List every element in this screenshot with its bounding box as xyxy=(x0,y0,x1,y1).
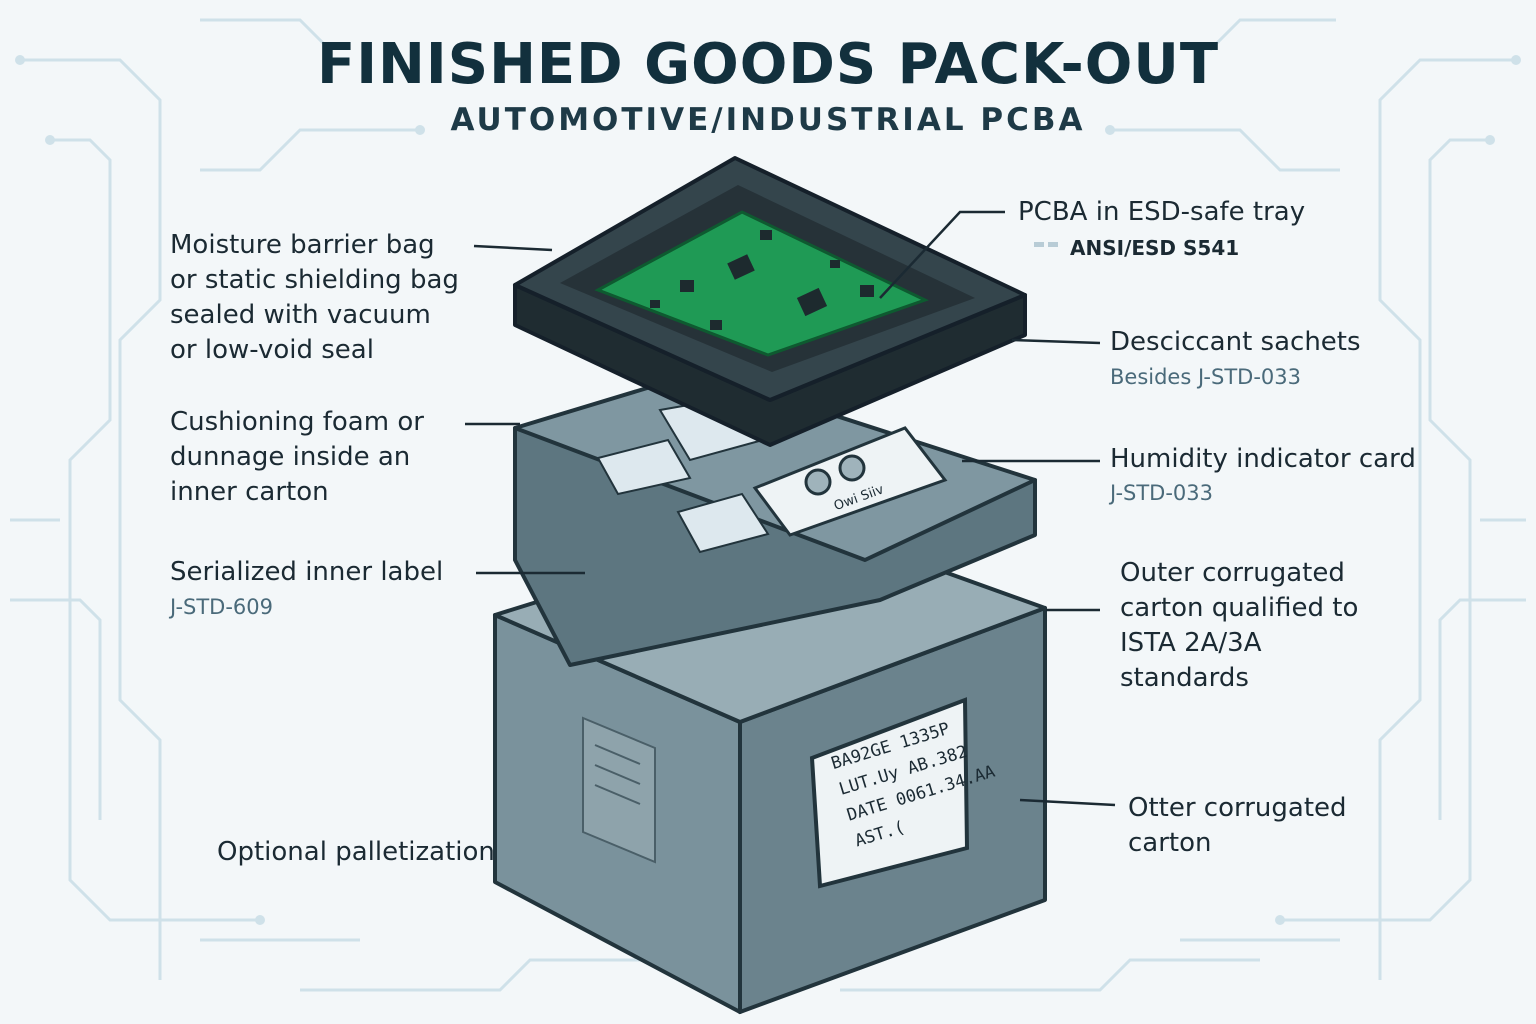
callout-line: Outer corrugated xyxy=(1120,558,1345,588)
page-subtitle: AUTOMOTIVE/INDUSTRIAL PCBA xyxy=(450,102,1086,138)
document-pouch xyxy=(582,716,656,864)
callout-pcba-tray: PCBA in ESD-safe tray xyxy=(1018,195,1305,230)
humidity-indicator-card xyxy=(752,426,948,537)
callout-serialized-inner-label: Serialized inner label xyxy=(170,555,443,590)
callout-sublabel: ANSI/ESD S541 xyxy=(1070,236,1240,260)
callout-desiccant-sachets: Desciccant sachets xyxy=(1110,325,1361,360)
callout-line: carton xyxy=(1128,828,1212,858)
callout-line: PCBA in ESD-safe tray xyxy=(1018,197,1306,227)
esd-safe-tray xyxy=(513,156,1027,447)
callout-sublabel: Besides J-STD-033 xyxy=(1110,365,1301,389)
callout-line: standards xyxy=(1120,663,1249,693)
carton-shipping-label xyxy=(809,697,970,889)
callout-line: Cushioning foam or xyxy=(170,407,424,437)
callout-line: dunnage inside an xyxy=(170,442,411,472)
callout-line: Moisture barrier bag xyxy=(170,230,435,260)
callout-optional-palletization: Optional palletization xyxy=(217,835,495,870)
desiccant-sachet xyxy=(596,438,692,496)
callout-line: Optional palletization xyxy=(217,837,495,867)
callout-line: Humidity indicator card xyxy=(1110,444,1416,474)
page-title: FINISHED GOODS PACK-OUT xyxy=(316,32,1220,97)
callout-outer-carton-qualified: Outer corrugated carton qualified to IST… xyxy=(1120,556,1358,696)
callout-sublabel: J-STD-609 xyxy=(170,595,274,619)
pcba-board xyxy=(594,210,929,357)
callout-sublabel: J-STD-033 xyxy=(1110,481,1214,505)
callout-line: carton qualified to xyxy=(1120,593,1359,623)
callout-line: or static shielding bag xyxy=(170,265,459,295)
inner-carton xyxy=(513,370,1037,667)
callout-moisture-barrier-bag: Moisture barrier bag or static shielding… xyxy=(170,228,459,368)
callout-line: ISTA 2A/3A xyxy=(1120,628,1262,658)
callout-line: Desciccant sachets xyxy=(1110,327,1361,357)
callout-line: Serialized inner label xyxy=(170,557,444,587)
leader-lines xyxy=(465,210,1116,807)
callout-humidity-indicator-card: Humidity indicator card xyxy=(1110,442,1416,477)
callout-otter-carton: Otter corrugated carton xyxy=(1128,791,1347,861)
callout-line: sealed with vacuum xyxy=(170,300,431,330)
callout-line: Otter corrugated xyxy=(1128,793,1347,823)
callout-line: inner carton xyxy=(170,477,329,507)
callout-cushioning-foam: Cushioning foam or dunnage inside an inn… xyxy=(170,405,424,510)
desiccant-sachet xyxy=(676,492,770,554)
callout-line: or low-void seal xyxy=(170,335,374,365)
